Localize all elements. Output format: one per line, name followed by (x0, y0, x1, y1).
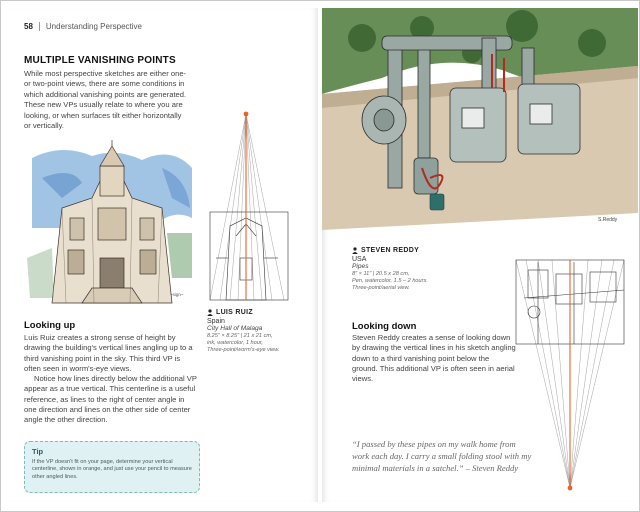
looking-down-heading: Looking down (352, 321, 417, 332)
header-divider (38, 22, 40, 31)
looking-up-text: Luis Ruiz creates a strong sense of heig… (24, 333, 198, 426)
artist-country: Spain (207, 317, 225, 325)
page-number: 58 (24, 22, 33, 31)
aerial-view-diagram (515, 259, 625, 491)
artwork-title: City Hall of Malaga (207, 325, 263, 333)
svg-text:S.Reddy: S.Reddy (598, 217, 618, 223)
city-hall-sketch: ~sign~ (22, 138, 198, 308)
artist-quote: “I passed by these pipes on my walk home… (352, 439, 532, 474)
svg-text:~sign~: ~sign~ (170, 292, 184, 297)
artist-country: USA (352, 255, 367, 263)
pipes-sketch: S.Reddy (322, 8, 638, 230)
looking-down-text: Steven Reddy creates a sense of looking … (352, 333, 516, 384)
worms-eye-diagram (209, 111, 289, 301)
artwork-medium: Pen, watercolor, 1.5 – 2 hours. (352, 277, 428, 284)
left-page: 58 Understanding Perspective MULTIPLE VA… (2, 8, 318, 502)
steven-reddy-caption: STEVEN REDDY USA Pipes 8" × 11" | 20.5 x… (352, 247, 462, 292)
tip-box: Tip If the VP doesn't fit on your page, … (24, 441, 200, 493)
person-icon (207, 309, 213, 317)
page-title: MULTIPLE VANISHING POINTS (24, 55, 176, 66)
luis-ruiz-caption: LUIS RUIZ Spain City Hall of Malaga 8.25… (207, 309, 311, 354)
artwork-title: Pipes (352, 263, 369, 271)
looking-up-heading: Looking up (24, 320, 76, 331)
person-icon (352, 247, 358, 255)
section-title: Understanding Perspective (45, 22, 142, 31)
looking-up-paragraph-2: Notice how lines directly below the addi… (24, 374, 197, 425)
artist-name: STEVEN REDDY (352, 247, 462, 255)
right-page: S.Reddy STEVEN REDDY USA Pipes 8" × 11" … (322, 8, 638, 502)
running-header: 58 Understanding Perspective (24, 22, 142, 31)
intro-paragraph: While most perspective sketches are eith… (24, 69, 187, 131)
artwork-size: 8.25" × 8.25" | 21 x 21 cm, (207, 332, 273, 339)
artwork-size: 8" × 11" | 20.5 x 28 cm, (352, 270, 410, 277)
artwork-medium: ink, watercolor, 1 hour, (207, 339, 263, 346)
tip-body: If the VP doesn't fit on your page, dete… (32, 459, 192, 480)
artwork-view: Three-point/aerial view. (352, 284, 410, 291)
tip-title: Tip (32, 447, 44, 456)
looking-up-paragraph-1: Luis Ruiz creates a strong sense of heig… (24, 333, 193, 373)
artwork-view: Three-point/worm's-eye view. (207, 346, 280, 353)
artist-name: LUIS RUIZ (207, 309, 311, 317)
